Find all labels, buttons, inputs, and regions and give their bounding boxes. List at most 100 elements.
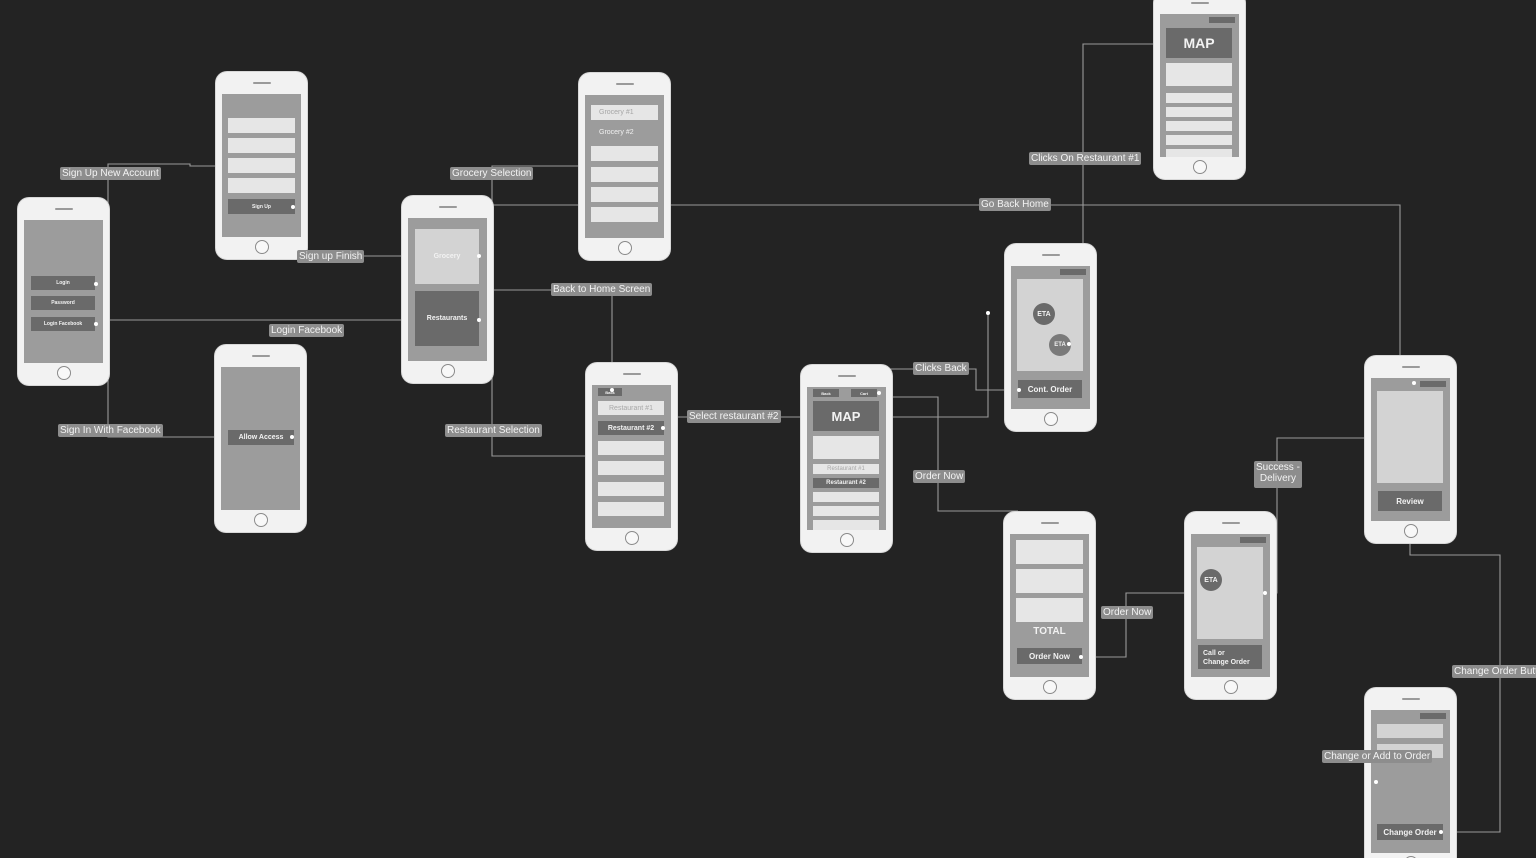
review-button[interactable]: Review: [1378, 491, 1442, 511]
login-facebook-label: Login Facebook: [43, 321, 83, 327]
status-bar-block: [1060, 269, 1086, 275]
wire-signup-finish: [294, 206, 412, 257]
label-grocery-selection: Grocery Selection: [450, 167, 534, 180]
cont-order-button[interactable]: Cont. Order: [1018, 380, 1082, 398]
connector-dot: [1263, 591, 1267, 595]
map-view[interactable]: MAP: [1166, 28, 1232, 58]
phone-speaker: [54, 208, 73, 210]
phone-restaurant-list-screen: Back Restaurant #1 Restaurant #2: [586, 363, 677, 550]
map-view[interactable]: MAP: [813, 401, 879, 431]
restaurant-item-1[interactable]: Restaurant #1: [813, 464, 879, 474]
restaurant-item-2[interactable]: Restaurant #2: [598, 421, 664, 435]
order-item-1[interactable]: [1377, 724, 1443, 738]
grocery-button[interactable]: Grocery: [415, 229, 479, 284]
home-button: [1043, 412, 1058, 426]
cart-button[interactable]: Cart: [851, 389, 877, 397]
phone-speaker: [1401, 366, 1420, 368]
signup-screen-display: Sign Up: [222, 94, 301, 237]
eta-marker: ETA: [1200, 569, 1222, 591]
tracking-map-area: [1017, 279, 1083, 371]
phone-speaker: [438, 206, 457, 208]
grocery-item-4[interactable]: [591, 167, 658, 182]
restaurant-item-5[interactable]: [598, 482, 664, 496]
label-text-line1: Success -: [1256, 462, 1300, 473]
restaurant-item-6[interactable]: [598, 502, 664, 516]
connector-dot: [661, 426, 665, 430]
cart-item-1[interactable]: [1016, 540, 1083, 564]
back-button[interactable]: Back: [598, 388, 622, 396]
connector-dot: [1412, 381, 1416, 385]
password-field[interactable]: Password: [31, 296, 95, 310]
info-panel: [1166, 63, 1232, 86]
home-button: [56, 366, 71, 380]
list-row-3[interactable]: [1166, 121, 1232, 131]
change-order-screen-display: Change Order: [1371, 710, 1450, 853]
label-order-now-1: Order Now: [913, 470, 966, 483]
label-text: Change or Add to Order: [1324, 751, 1431, 762]
sign-up-button[interactable]: Sign Up: [228, 199, 295, 214]
grocery-item-5[interactable]: [591, 187, 658, 202]
eta-marker-label: ETA: [1204, 576, 1218, 584]
grocery-item-2[interactable]: Grocery #2: [591, 125, 658, 140]
label-clicks-on-restaurant-1: Clicks On Restaurant #1: [1029, 152, 1142, 165]
connector-dot: [477, 318, 481, 322]
wire-signin-fb: [107, 186, 220, 438]
label-text: Restaurant Selection: [447, 425, 540, 436]
label-text: Grocery Selection: [452, 168, 532, 179]
grocery-item-6[interactable]: [591, 207, 658, 222]
grocery-item-1[interactable]: Grocery #1: [591, 105, 658, 120]
label-text: Login Facebook: [271, 325, 343, 336]
phone-speaker: [252, 82, 271, 84]
restaurants-button[interactable]: Restaurants: [415, 291, 479, 346]
map-label: MAP: [1183, 35, 1215, 51]
restaurants-label: Restaurants: [426, 315, 468, 322]
label-select-restaurant-2: Select restaurant #2: [687, 410, 781, 423]
login-facebook-button[interactable]: Login Facebook: [31, 317, 95, 331]
phone-signup-screen: Sign Up: [216, 72, 307, 259]
allow-access-button[interactable]: Allow Access: [228, 430, 294, 445]
label-sign-in-with-facebook: Sign In With Facebook: [58, 424, 163, 437]
restaurant-item-1[interactable]: Restaurant #1: [598, 401, 664, 415]
signup-field-2[interactable]: [228, 138, 295, 153]
signup-field-3[interactable]: [228, 158, 295, 173]
label-order-now-2: Order Now: [1101, 606, 1154, 619]
signup-field-4[interactable]: [228, 178, 295, 193]
list-row-1[interactable]: [1166, 93, 1232, 103]
menu-item-4[interactable]: [813, 506, 879, 516]
cont-order-label: Cont. Order: [1027, 384, 1073, 394]
phone-review-screen: Review: [1365, 356, 1456, 543]
review-button-label: Review: [1396, 496, 1424, 506]
list-row-4[interactable]: [1166, 135, 1232, 145]
grocery-list-screen-display: Grocery #1 Grocery #2: [585, 95, 664, 238]
cart-item-3[interactable]: [1016, 598, 1083, 622]
grocery-item-3[interactable]: [591, 146, 658, 161]
login-button[interactable]: Login: [31, 276, 95, 290]
home-button: [1192, 160, 1207, 174]
call-or-change-order-button[interactable]: Call or Change Order: [1198, 645, 1262, 669]
menu-item-5[interactable]: [813, 520, 879, 530]
phone-speaker: [837, 375, 856, 377]
menu-item-3[interactable]: [813, 492, 879, 502]
connector-dot: [1067, 342, 1071, 346]
signup-field-1[interactable]: [228, 118, 295, 133]
restaurant-item-4[interactable]: [598, 461, 664, 475]
back-button-label: Back: [605, 389, 615, 395]
list-row-5[interactable]: [1166, 149, 1232, 157]
label-login-facebook: Login Facebook: [269, 324, 345, 337]
label-text: Order Now: [1103, 607, 1152, 618]
home-button: [1042, 680, 1057, 694]
list-row-2[interactable]: [1166, 107, 1232, 117]
order-now-button[interactable]: Order Now: [1017, 648, 1082, 664]
cart-item-2[interactable]: [1016, 569, 1083, 593]
change-order-button[interactable]: Change Order: [1377, 824, 1443, 840]
cart-screen-display: TOTAL Order Now: [1010, 534, 1089, 677]
restaurant-item-3[interactable]: [598, 441, 664, 455]
map-detail-screen-display: MAP: [1160, 14, 1239, 157]
phone-restaurant-detail-screen: Back Cart MAP Restaurant #1 Restaurant #…: [801, 365, 892, 552]
detail-panel: [813, 436, 879, 459]
phone-speaker: [1190, 2, 1209, 4]
label-change-order-button: Change Order Butt: [1452, 665, 1536, 678]
restaurant-item-2[interactable]: Restaurant #2: [813, 478, 879, 488]
change-order-button-label: Change Order: [1383, 827, 1437, 837]
back-button[interactable]: Back: [813, 389, 839, 397]
